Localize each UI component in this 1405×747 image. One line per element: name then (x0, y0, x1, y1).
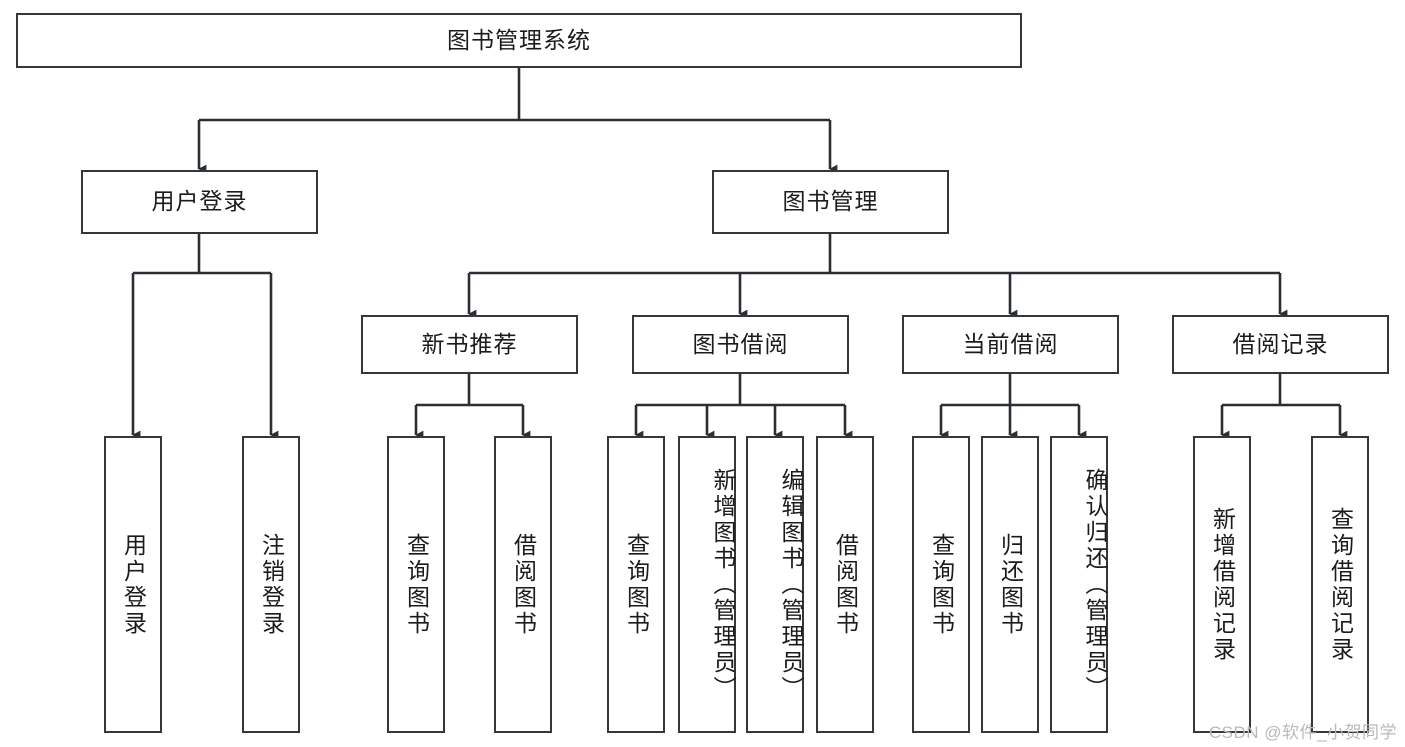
node-label: 图书借阅 (692, 330, 789, 357)
leaf-borrow-book-recommend[interactable]: 借阅图书 (494, 436, 552, 733)
node-label: 查询图书 (623, 532, 650, 637)
node-book-management[interactable]: 图书管理 (712, 170, 949, 234)
leaf-add-book[interactable]: 新增图书（管理员） (678, 436, 736, 733)
node-label: 新书推荐 (421, 330, 518, 357)
leaf-confirm-return[interactable]: 确认归还（管理员） (1050, 436, 1108, 733)
leaf-query-book-recommend[interactable]: 查询图书 (387, 436, 445, 733)
node-label: 当前借阅 (962, 330, 1059, 357)
node-label: 确认归还（管理员） (1082, 467, 1108, 702)
node-label: 新增图书（管理员） (710, 467, 736, 702)
node-label: 查询图书 (403, 532, 430, 637)
node-current-borrow[interactable]: 当前借阅 (902, 315, 1119, 374)
node-root-book-management-system[interactable]: 图书管理系统 (16, 13, 1022, 68)
leaf-user-login[interactable]: 用户登录 (104, 436, 162, 733)
node-new-book-recommend[interactable]: 新书推荐 (361, 315, 578, 374)
node-borrow-record[interactable]: 借阅记录 (1172, 315, 1389, 374)
node-label: 注销登录 (258, 532, 285, 637)
node-label: 借阅图书 (832, 532, 859, 637)
node-label: 借阅图书 (510, 532, 537, 637)
node-user-login[interactable]: 用户登录 (81, 170, 318, 234)
leaf-edit-book[interactable]: 编辑图书（管理员） (746, 436, 804, 733)
leaf-borrow-book[interactable]: 借阅图书 (816, 436, 874, 733)
node-label: 图书管理 (782, 188, 879, 215)
node-label: 归还图书 (997, 532, 1024, 637)
leaf-add-borrow-record[interactable]: 新增借阅记录 (1193, 436, 1251, 733)
leaf-logout-login[interactable]: 注销登录 (242, 436, 300, 733)
leaf-query-borrow-record[interactable]: 查询借阅记录 (1311, 436, 1369, 733)
node-book-borrow[interactable]: 图书借阅 (632, 315, 849, 374)
node-label: 图书管理系统 (447, 26, 591, 53)
leaf-query-book-borrow[interactable]: 查询图书 (607, 436, 665, 733)
leaf-return-book[interactable]: 归还图书 (981, 436, 1039, 733)
node-label: 用户登录 (151, 188, 248, 215)
node-label: 新增借阅记录 (1209, 506, 1236, 663)
node-label: 查询借阅记录 (1327, 506, 1354, 663)
node-label: 借阅记录 (1232, 330, 1329, 357)
leaf-query-book-current[interactable]: 查询图书 (912, 436, 970, 733)
node-label: 用户登录 (120, 532, 147, 637)
node-label: 查询图书 (928, 532, 955, 637)
node-label: 编辑图书（管理员） (778, 467, 804, 702)
